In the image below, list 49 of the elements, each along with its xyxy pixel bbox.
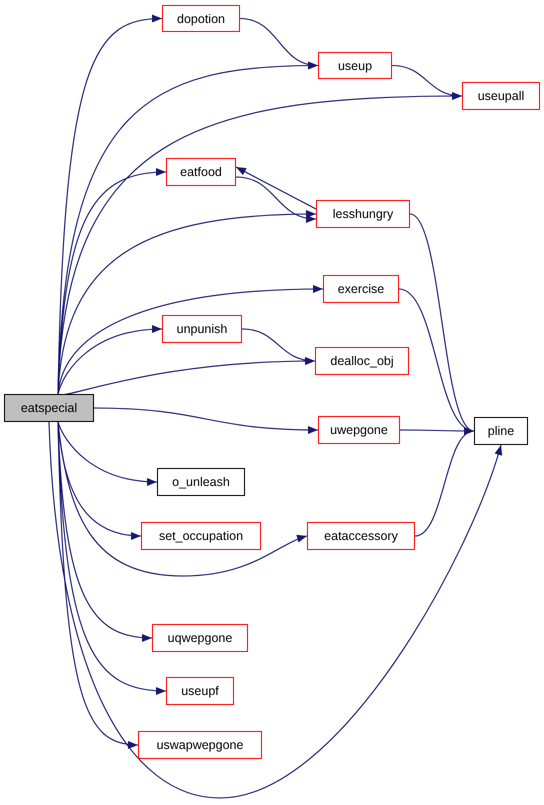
arrow xyxy=(48,422,502,799)
function-box xyxy=(462,82,540,110)
function-box xyxy=(323,275,399,303)
function-name: dopotion xyxy=(177,12,225,26)
function-box xyxy=(166,158,236,186)
function-box xyxy=(162,5,240,32)
function-box xyxy=(166,677,234,705)
function-box xyxy=(157,468,245,496)
function-box xyxy=(162,315,242,343)
arrow xyxy=(57,326,162,394)
arrow xyxy=(414,430,474,537)
arrow xyxy=(392,64,462,100)
function-name: uwepgone xyxy=(330,423,388,437)
function-box xyxy=(315,347,409,375)
function-name: pline xyxy=(488,424,514,438)
function-name: set_occupation xyxy=(158,529,244,543)
arrow xyxy=(57,422,138,748)
function-name: eatspecial xyxy=(20,401,78,415)
function-name: eatfood xyxy=(180,165,222,179)
arrow xyxy=(398,288,474,432)
arrow xyxy=(94,407,318,434)
function-name: unpunish xyxy=(176,322,228,336)
arrow xyxy=(236,176,316,222)
function-box xyxy=(318,52,392,79)
function-box xyxy=(152,624,248,652)
function-name: uswapwepgone xyxy=(156,738,244,752)
function-box xyxy=(474,417,528,445)
function-name: exercise xyxy=(338,282,384,296)
function-box xyxy=(318,416,400,444)
arrow xyxy=(57,422,158,486)
function-name: lesshungry xyxy=(332,207,394,221)
function-name: useup xyxy=(338,58,372,72)
function-box xyxy=(141,522,261,550)
function-name: eataccessory xyxy=(324,529,398,543)
function-name: uqwepgone xyxy=(168,631,232,645)
arrow xyxy=(57,210,316,394)
function-box xyxy=(138,731,262,759)
arrow xyxy=(57,285,324,394)
function-box xyxy=(316,200,410,228)
arrow xyxy=(236,166,316,210)
arrow xyxy=(57,422,308,577)
function-name: useupf xyxy=(181,684,219,698)
arrow xyxy=(240,18,318,68)
function-box xyxy=(4,394,94,422)
function-name: o_unleash xyxy=(172,475,230,489)
arrow xyxy=(242,328,316,364)
function-box xyxy=(307,522,415,550)
function-name: useupall xyxy=(478,89,524,103)
function-name: dealloc_obj xyxy=(330,354,394,368)
